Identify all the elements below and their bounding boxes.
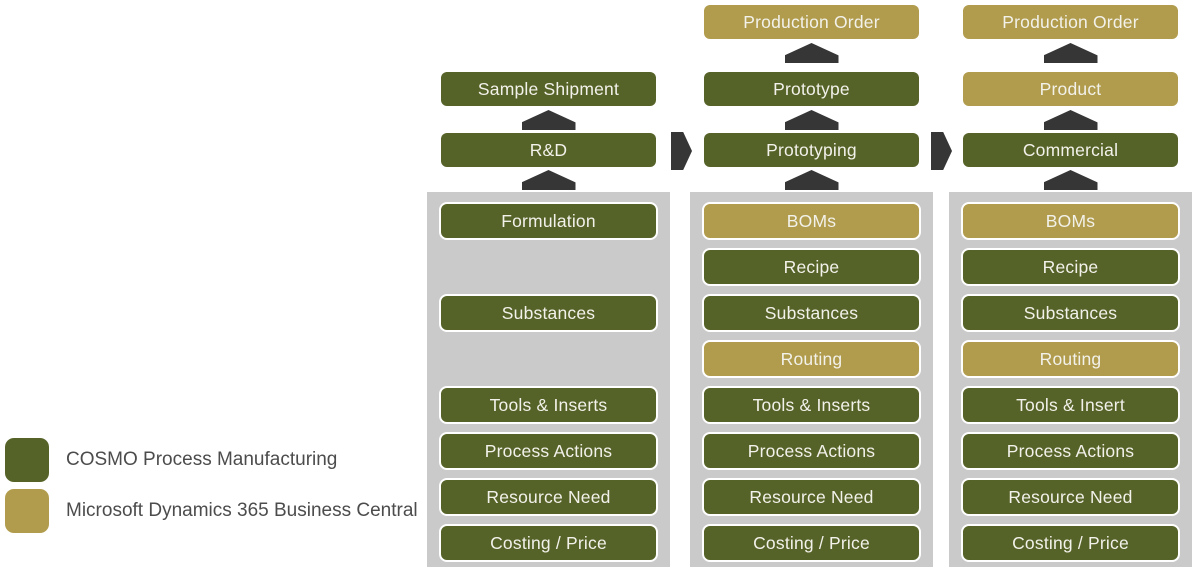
box-production-order: Production Order <box>704 5 919 39</box>
box-rd: R&D <box>441 133 656 167</box>
box-boms: BOMs <box>702 202 921 240</box>
box-costing-price: Costing / Price <box>961 524 1180 562</box>
cosmo-color-swatch <box>5 438 49 482</box>
box-routing: Routing <box>702 340 921 378</box>
box-production-order: Production Order <box>963 5 1178 39</box>
module-panel-prototyping: BOMs Recipe Substances Routing Tools & I… <box>690 192 933 567</box>
module-panel-commercial: BOMs Recipe Substances Routing Tools & I… <box>949 192 1192 567</box>
up-arrow-icon <box>521 110 576 130</box>
legend: COSMO Process Manufacturing Microsoft Dy… <box>5 438 418 540</box>
box-costing-price: Costing / Price <box>439 524 658 562</box>
box-resource-need: Resource Need <box>961 478 1180 516</box>
up-arrow-icon <box>1043 110 1098 130</box>
legend-label-dynamics: Microsoft Dynamics 365 Business Central <box>66 500 418 521</box>
box-formulation: Formulation <box>439 202 658 240</box>
up-arrow-icon <box>784 110 839 130</box>
column-rd: Sample Shipment R&D Formulation Substanc… <box>427 0 670 570</box>
box-prototyping: Prototyping <box>704 133 919 167</box>
up-arrow-icon <box>1043 170 1098 190</box>
box-substances: Substances <box>961 294 1180 332</box>
column-prototyping: Production Order Prototype Prototyping B… <box>690 0 933 570</box>
box-recipe: Recipe <box>702 248 921 286</box>
up-arrow-icon <box>784 43 839 63</box>
box-process-actions: Process Actions <box>961 432 1180 470</box>
box-tools-inserts: Tools & Inserts <box>439 386 658 424</box>
legend-label-cosmo: COSMO Process Manufacturing <box>66 449 338 470</box>
up-arrow-icon <box>521 170 576 190</box>
box-commercial: Commercial <box>963 133 1178 167</box>
box-substances: Substances <box>439 294 658 332</box>
box-prototype: Prototype <box>704 72 919 106</box>
box-tools-inserts: Tools & Inserts <box>702 386 921 424</box>
column-commercial: Production Order Product Commercial BOMs… <box>949 0 1192 570</box>
box-routing: Routing <box>961 340 1180 378</box>
flow-right-arrow-icon <box>931 132 952 170</box>
box-boms: BOMs <box>961 202 1180 240</box>
box-product: Product <box>963 72 1178 106</box>
box-costing-price: Costing / Price <box>702 524 921 562</box>
flow-right-arrow-icon <box>671 132 692 170</box>
legend-item-cosmo: COSMO Process Manufacturing <box>5 438 418 482</box>
box-tools-insert: Tools & Insert <box>961 386 1180 424</box>
dynamics-color-swatch <box>5 489 49 533</box>
box-sample-shipment: Sample Shipment <box>441 72 656 106</box>
legend-item-dynamics: Microsoft Dynamics 365 Business Central <box>5 489 418 533</box>
module-panel-rd: Formulation Substances Tools & Inserts P… <box>427 192 670 567</box>
up-arrow-icon <box>784 170 839 190</box>
up-arrow-icon <box>1043 43 1098 63</box>
box-process-actions: Process Actions <box>702 432 921 470</box>
box-recipe: Recipe <box>961 248 1180 286</box>
box-substances: Substances <box>702 294 921 332</box>
box-process-actions: Process Actions <box>439 432 658 470</box>
box-resource-need: Resource Need <box>439 478 658 516</box>
box-resource-need: Resource Need <box>702 478 921 516</box>
